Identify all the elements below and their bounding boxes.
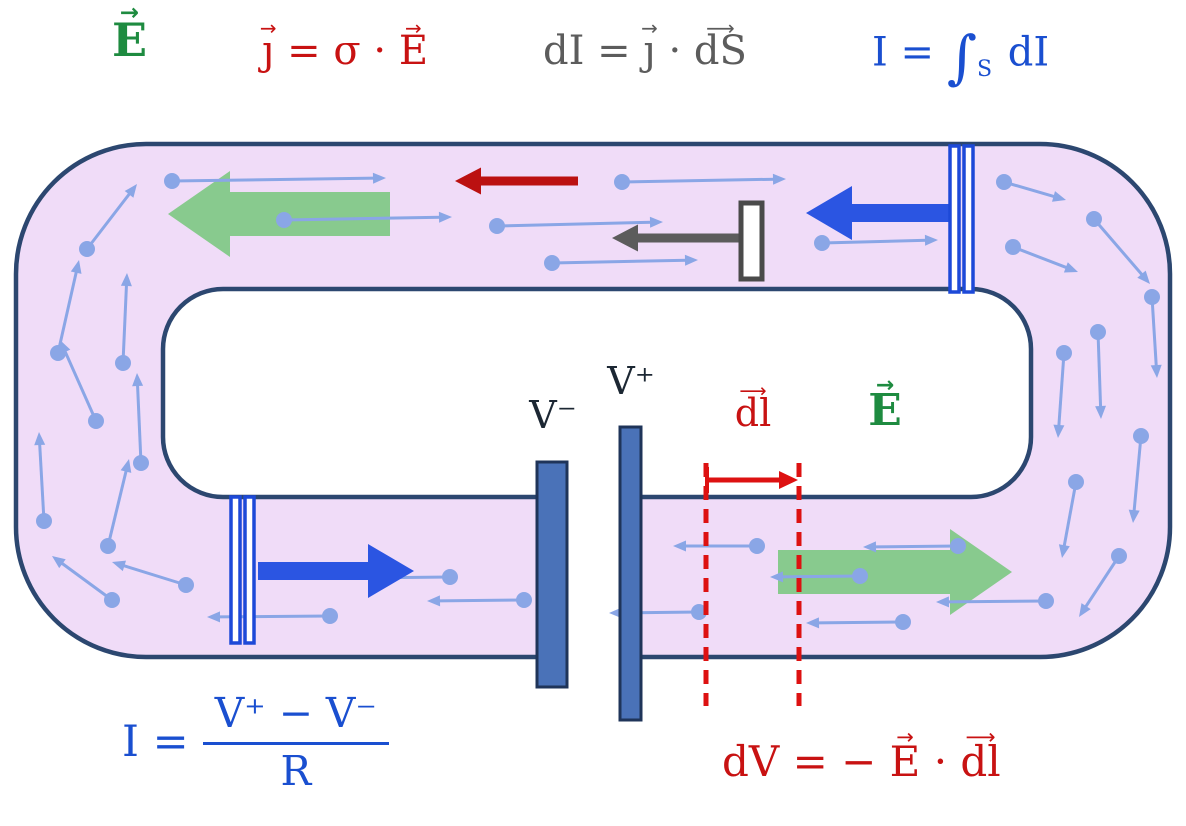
vector-arrow-icon: → xyxy=(896,725,914,750)
vector-arrow-icon: ⟶ xyxy=(706,15,735,40)
charge-particle xyxy=(1144,289,1162,378)
formula-total-current: I = ∫S dI xyxy=(872,24,1049,91)
formula-current-density: ȷ→ = σ · E→ xyxy=(259,15,429,74)
vector-j: ȷ→ xyxy=(641,15,658,74)
charge-particle xyxy=(50,260,82,361)
charge-particle xyxy=(164,172,386,189)
current-arrow-bottom xyxy=(258,544,414,598)
circuit-loop xyxy=(13,141,1173,660)
vector-dl: dl⟶ xyxy=(734,380,772,435)
integral-subscript: S xyxy=(976,57,993,83)
vector-dl: dl⟶ xyxy=(960,725,1001,786)
charge-particle xyxy=(1058,474,1084,558)
formula-e-field-top: E→ xyxy=(112,0,148,67)
dl-arrow xyxy=(707,471,798,489)
charge-particle xyxy=(673,538,765,554)
vector-arrow-icon: → xyxy=(641,15,658,40)
label-v-minus: V⁻ xyxy=(529,393,577,437)
vector-E: E→ xyxy=(398,15,429,74)
current-arrow-top xyxy=(806,186,950,240)
charge-particle xyxy=(1090,324,1106,419)
vector-dS: dS⟶ xyxy=(693,15,747,74)
vector-arrow-icon: → xyxy=(405,15,422,40)
formula-text: I = xyxy=(872,29,935,76)
charge-particle xyxy=(996,174,1066,202)
vector-arrow-icon: → xyxy=(259,15,277,40)
charge-particle xyxy=(1079,548,1127,617)
formula-ohms-law: I = V⁺ − V⁻ R xyxy=(122,690,389,795)
label-e-field-inner: E→ xyxy=(852,372,918,437)
charge-particles xyxy=(34,172,1162,630)
charge-particle xyxy=(544,254,698,271)
integral-sign: ∫ xyxy=(946,23,977,91)
charge-particle xyxy=(60,340,104,429)
charge-particle xyxy=(132,373,149,471)
formula-text: dV = − xyxy=(722,737,877,786)
charge-particle xyxy=(806,614,911,630)
charge-particle xyxy=(1128,428,1149,523)
cross-section-surface xyxy=(962,144,975,294)
battery-electrode-minus xyxy=(535,460,569,689)
battery-electrode-plus xyxy=(618,425,643,722)
charge-particle xyxy=(936,593,1054,609)
charge-particle xyxy=(1005,239,1078,273)
formula-text: = σ · xyxy=(287,28,387,74)
fraction-numerator: V⁺ − V⁻ xyxy=(202,690,389,745)
charge-particle xyxy=(863,538,966,554)
cross-section-surface xyxy=(229,495,242,645)
charge-particle xyxy=(34,432,52,529)
charge-particle xyxy=(79,184,137,257)
charge-particle xyxy=(115,273,132,371)
cross-section-surface xyxy=(948,144,961,294)
charge-particle xyxy=(100,459,132,554)
charge-particle xyxy=(52,556,120,608)
cross-section-surface xyxy=(243,495,256,645)
charge-particle xyxy=(614,173,786,190)
formula-text: · xyxy=(933,737,948,786)
vector-arrow-icon: ⟶ xyxy=(739,380,767,403)
formula-text: dI xyxy=(1007,29,1050,76)
formula-text: dI = xyxy=(543,28,631,74)
formula-dv: dV = − E→ · dl⟶ xyxy=(722,725,1001,786)
charge-particle xyxy=(770,568,868,584)
charge-particle xyxy=(276,211,452,228)
vector-E: E→ xyxy=(889,725,921,786)
surface-element-ds xyxy=(738,200,765,282)
charge-particle xyxy=(427,592,532,608)
formula-di: dI = ȷ→ · dS⟶ xyxy=(543,15,747,74)
charge-particle xyxy=(1053,345,1072,438)
fraction: V⁺ − V⁻ R xyxy=(202,690,389,795)
charge-particle xyxy=(112,560,194,593)
vector-arrow-icon: → xyxy=(875,372,895,398)
vector-E: E→ xyxy=(868,372,902,436)
charge-particle xyxy=(1086,211,1150,284)
charge-particle xyxy=(489,216,663,234)
label-dl: dl⟶ xyxy=(712,380,794,436)
vector-arrow-icon: ⟶ xyxy=(965,725,996,750)
vector-j: ȷ→ xyxy=(259,15,277,74)
current-density-arrow xyxy=(455,167,578,195)
vector-E: E→ xyxy=(112,0,148,67)
formula-text: · xyxy=(668,28,682,74)
formula-text: I = xyxy=(122,716,189,767)
label-v-plus: V⁺ xyxy=(607,359,655,403)
surface-element-arrow xyxy=(612,224,740,252)
charge-particle xyxy=(814,234,938,251)
battery-gap xyxy=(567,490,619,664)
fraction-denominator: R xyxy=(280,746,312,795)
vector-arrow-icon: → xyxy=(119,0,140,27)
